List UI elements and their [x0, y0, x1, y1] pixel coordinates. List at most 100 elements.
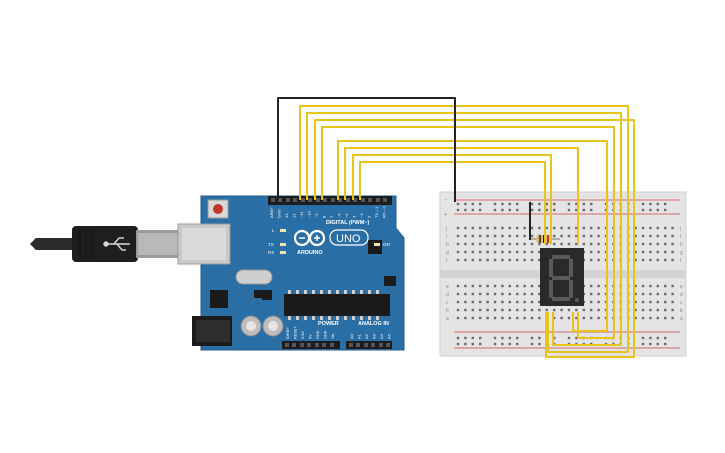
breadboard-hole[interactable]: [464, 202, 467, 206]
breadboard-hole[interactable]: [664, 284, 667, 288]
breadboard-hole[interactable]: [516, 300, 519, 304]
breadboard-hole[interactable]: [582, 308, 585, 312]
breadboard-hole[interactable]: [456, 226, 460, 230]
breadboard-hole[interactable]: [634, 234, 637, 238]
breadboard-hole[interactable]: [479, 342, 482, 346]
breadboard-hole[interactable]: [523, 226, 526, 230]
breadboard-hole[interactable]: [634, 308, 637, 312]
breadboard-hole[interactable]: [464, 316, 467, 320]
breadboard-hole[interactable]: [553, 202, 556, 206]
breadboard-hole[interactable]: [649, 300, 652, 304]
breadboard-hole[interactable]: [641, 316, 645, 320]
breadboard-hole[interactable]: [516, 250, 519, 254]
breadboard-hole[interactable]: [493, 292, 497, 296]
breadboard-hole[interactable]: [530, 226, 534, 230]
breadboard-hole[interactable]: [649, 284, 652, 288]
breadboard-hole[interactable]: [508, 316, 511, 320]
breadboard-hole[interactable]: [523, 242, 526, 246]
breadboard-hole[interactable]: [590, 316, 593, 320]
breadboard-hole[interactable]: [493, 208, 497, 212]
breadboard-hole[interactable]: [516, 284, 519, 288]
breadboard-hole[interactable]: [567, 234, 571, 238]
breadboard-hole[interactable]: [530, 284, 534, 288]
breadboard-hole[interactable]: [493, 300, 497, 304]
breadboard-hole[interactable]: [508, 242, 511, 246]
breadboard-hole[interactable]: [486, 300, 489, 304]
breadboard-hole[interactable]: [456, 308, 460, 312]
breadboard-hole[interactable]: [456, 234, 460, 238]
breadboard-hole[interactable]: [553, 242, 556, 246]
breadboard-hole[interactable]: [464, 300, 467, 304]
breadboard-hole[interactable]: [508, 226, 511, 230]
digital-header[interactable]: [268, 196, 392, 205]
breadboard-hole[interactable]: [671, 226, 674, 230]
breadboard-hole[interactable]: [590, 292, 593, 296]
breadboard-hole[interactable]: [516, 208, 519, 212]
breadboard-hole[interactable]: [501, 202, 504, 206]
breadboard-hole[interactable]: [493, 258, 497, 262]
breadboard-hole[interactable]: [464, 258, 467, 262]
breadboard-hole[interactable]: [634, 284, 637, 288]
breadboard-hole[interactable]: [649, 292, 652, 296]
breadboard-hole[interactable]: [486, 308, 489, 312]
breadboard-hole[interactable]: [567, 316, 571, 320]
breadboard-hole[interactable]: [464, 208, 467, 212]
breadboard-hole[interactable]: [538, 308, 541, 312]
breadboard-hole[interactable]: [575, 234, 578, 238]
breadboard-hole[interactable]: [523, 292, 526, 296]
breadboard-hole[interactable]: [641, 342, 645, 346]
breadboard-hole[interactable]: [508, 336, 511, 340]
breadboard-hole[interactable]: [664, 202, 667, 206]
breadboard-hole[interactable]: [575, 242, 578, 246]
breadboard-hole[interactable]: [456, 316, 460, 320]
breadboard-hole[interactable]: [545, 226, 548, 230]
breadboard-hole[interactable]: [649, 342, 652, 346]
yellow-wires[interactable]: [299, 105, 635, 358]
breadboard-hole[interactable]: [464, 336, 467, 340]
breadboard-hole[interactable]: [493, 342, 497, 346]
breadboard-hole[interactable]: [634, 300, 637, 304]
breadboard-hole[interactable]: [538, 250, 541, 254]
breadboard-hole[interactable]: [501, 316, 504, 320]
breadboard-hole[interactable]: [516, 342, 519, 346]
breadboard-hole[interactable]: [649, 242, 652, 246]
breadboard-hole[interactable]: [493, 316, 497, 320]
breadboard-hole[interactable]: [597, 292, 600, 296]
breadboard-hole[interactable]: [671, 308, 674, 312]
breadboard-hole[interactable]: [486, 250, 489, 254]
breadboard-hole[interactable]: [656, 250, 659, 254]
breadboard-hole[interactable]: [456, 250, 460, 254]
breadboard-hole[interactable]: [471, 292, 474, 296]
breadboard-hole[interactable]: [523, 316, 526, 320]
breadboard-hole[interactable]: [486, 284, 489, 288]
breadboard-hole[interactable]: [501, 336, 504, 340]
breadboard-hole[interactable]: [530, 208, 534, 212]
breadboard-hole[interactable]: [471, 234, 474, 238]
breadboard-hole[interactable]: [464, 250, 467, 254]
breadboard-hole[interactable]: [501, 342, 504, 346]
breadboard-hole[interactable]: [671, 300, 674, 304]
breadboard-hole[interactable]: [493, 284, 497, 288]
breadboard-hole[interactable]: [530, 292, 534, 296]
breadboard-hole[interactable]: [456, 202, 460, 206]
breadboard-hole[interactable]: [516, 336, 519, 340]
breadboard-hole[interactable]: [493, 308, 497, 312]
breadboard-hole[interactable]: [530, 316, 534, 320]
breadboard-hole[interactable]: [656, 300, 659, 304]
breadboard-hole[interactable]: [567, 336, 571, 340]
breadboard-hole[interactable]: [538, 342, 541, 346]
breadboard-hole[interactable]: [582, 202, 585, 206]
breadboard-hole[interactable]: [456, 258, 460, 262]
breadboard-hole[interactable]: [464, 292, 467, 296]
breadboard-hole[interactable]: [656, 308, 659, 312]
breadboard-hole[interactable]: [538, 284, 541, 288]
breadboard-hole[interactable]: [545, 202, 548, 206]
breadboard-hole[interactable]: [479, 316, 482, 320]
breadboard-hole[interactable]: [523, 284, 526, 288]
breadboard-hole[interactable]: [553, 226, 556, 230]
breadboard-hole[interactable]: [530, 250, 534, 254]
breadboard-hole[interactable]: [641, 292, 645, 296]
breadboard-hole[interactable]: [656, 292, 659, 296]
breadboard-hole[interactable]: [456, 342, 460, 346]
